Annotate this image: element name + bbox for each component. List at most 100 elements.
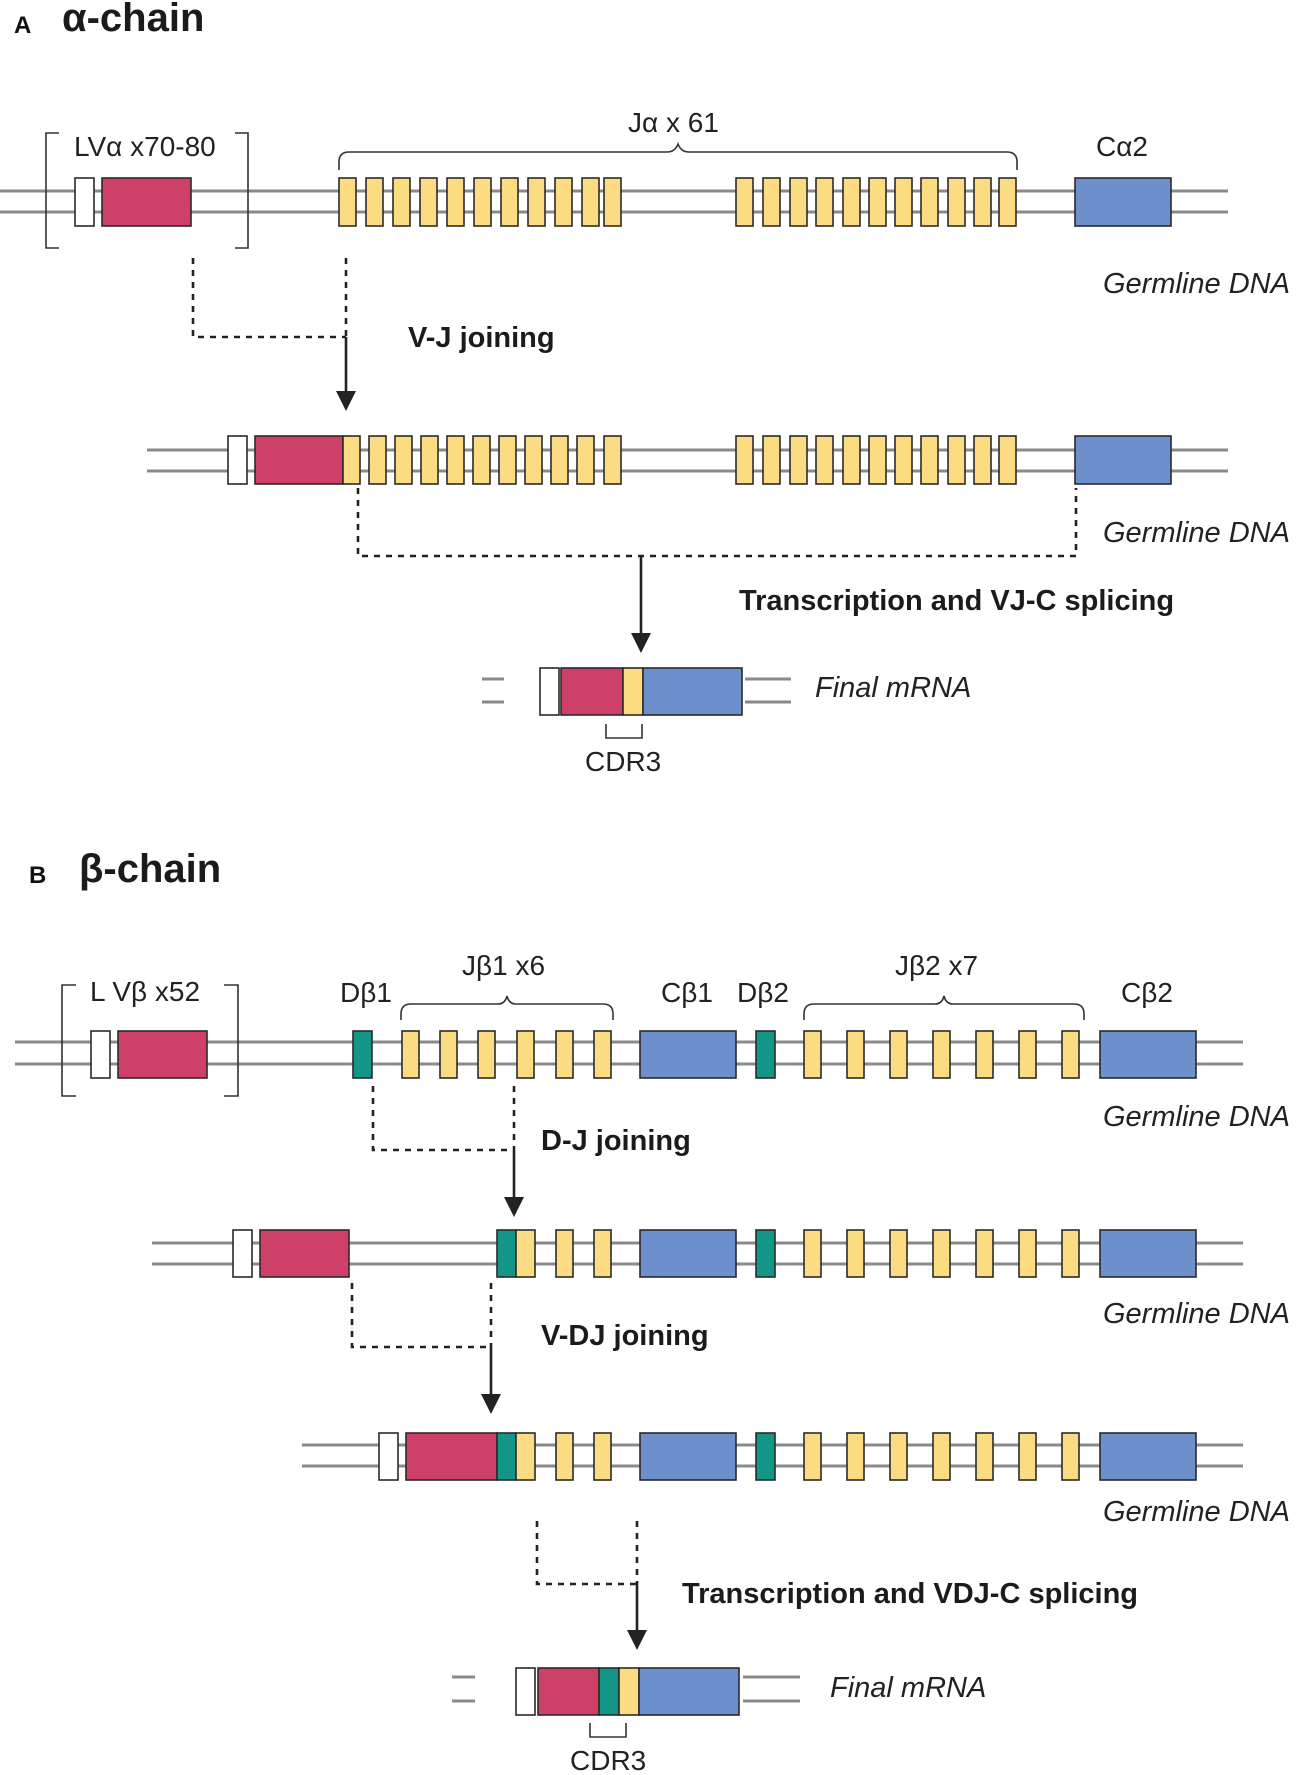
- j-alpha-exon: [815, 177, 834, 227]
- j-beta2-exons: [803, 1030, 1080, 1079]
- germline-label: Germline DNA: [1103, 1496, 1290, 1528]
- final-mrna-label: Final mRNA: [830, 1672, 986, 1704]
- v-alpha-exon: [560, 667, 624, 716]
- c-beta1-exon: [639, 1432, 737, 1481]
- panel-a: A α-chain LVα x70-80: [0, 0, 1290, 777]
- j-alpha-exon: [338, 177, 357, 227]
- j-beta2-exon: [889, 1229, 908, 1278]
- leader-exon: [90, 1030, 111, 1079]
- j-beta2-exon: [1018, 1030, 1037, 1079]
- d-beta1-exon: [352, 1030, 373, 1079]
- j-beta2-exon: [1018, 1229, 1037, 1278]
- c-beta2-exon: [1099, 1030, 1197, 1079]
- panel-a-letter: A: [14, 12, 31, 39]
- strand-break-dashes: [147, 448, 1228, 473]
- j-beta2-exon: [932, 1030, 951, 1079]
- final-mrna-label: Final mRNA: [815, 672, 971, 704]
- c-beta1-exon: [639, 1030, 737, 1079]
- strand-break-dashes: [0, 189, 1228, 214]
- vdj-joining-connector: V-DJ joining: [350, 1283, 709, 1414]
- j-beta2-exon: [975, 1229, 994, 1278]
- j-alpha-exons-group-2: [735, 177, 1017, 227]
- j-alpha-exon: [420, 435, 439, 485]
- j-beta2-brace: [803, 995, 1085, 1020]
- j-alpha-exon: [762, 435, 781, 485]
- j-alpha-exon: [394, 435, 413, 485]
- d-beta1-exon: [496, 1432, 517, 1481]
- cdr3-label: CDR3: [570, 1745, 646, 1775]
- dj-joining-label: D-J joining: [541, 1125, 691, 1157]
- alpha-rearranged-row: Germline DNA: [147, 435, 1290, 549]
- j-alpha-exon: [920, 435, 939, 485]
- j-beta1-exon: [555, 1432, 574, 1481]
- panel-b: B β-chain L Vβ x52 Dβ1 Jβ1 x6 Cβ1: [15, 847, 1290, 1775]
- j-beta2-exon: [932, 1229, 951, 1278]
- v-beta-exon: [117, 1030, 208, 1079]
- c-beta1-exon: [639, 1229, 737, 1278]
- j-beta1-brace: [400, 995, 614, 1020]
- dotted-connector: [356, 488, 1078, 558]
- d-beta-exon: [598, 1667, 620, 1716]
- j-beta2-exon: [803, 1229, 822, 1278]
- j-beta2-exon: [846, 1030, 865, 1079]
- alpha-germline-row: LVα x70-80: [0, 107, 1290, 300]
- c-beta2-exon: [1099, 1432, 1197, 1481]
- j-alpha-exon: [920, 177, 939, 227]
- j-alpha-exon: [473, 177, 492, 227]
- j-alpha-exon: [446, 177, 465, 227]
- leader-exon: [74, 177, 95, 227]
- j-beta1-exon: [555, 1229, 574, 1278]
- c-beta2-label: Cβ2: [1121, 977, 1173, 1008]
- j-beta2-exon: [846, 1432, 865, 1481]
- j-alpha-exon: [947, 435, 966, 485]
- arrow-head: [627, 1630, 647, 1650]
- j-cluster-label: Jα x 61: [628, 107, 719, 138]
- j-alpha-exon: [581, 177, 600, 227]
- j-beta1-exon: [593, 1229, 612, 1278]
- dotted-connector: [371, 1086, 516, 1152]
- j-alpha-exon: [472, 435, 491, 485]
- j-alpha-exon: [392, 177, 411, 227]
- j-beta2-exon: [932, 1432, 951, 1481]
- leader-exon: [227, 435, 248, 485]
- j-alpha-exon: [868, 177, 887, 227]
- j-alpha-exon: [973, 435, 992, 485]
- j-alpha-exon: [842, 435, 861, 485]
- leader-exon: [515, 1667, 536, 1716]
- arrow-head: [504, 1197, 524, 1217]
- j-cluster-brace: [338, 141, 1018, 170]
- arrow-head: [481, 1394, 501, 1414]
- j-alpha-exon: [524, 435, 543, 485]
- j-alpha-exon: [735, 435, 754, 485]
- j-alpha-exon: [554, 177, 573, 227]
- panel-b-letter: B: [29, 862, 46, 889]
- cdr3-label: CDR3: [585, 746, 661, 777]
- j-alpha-exon: [500, 177, 519, 227]
- germline-label: Germline DNA: [1103, 1101, 1290, 1133]
- j-alpha-exon: [603, 435, 622, 485]
- strand-break-dashes: [302, 1443, 1243, 1468]
- arrow-head: [631, 633, 651, 653]
- leader-exon: [378, 1432, 399, 1481]
- v-beta-exon: [537, 1667, 600, 1716]
- j-alpha-exons-group-1: [342, 435, 622, 485]
- j-alpha-exon: [998, 177, 1017, 227]
- dotted-connector: [535, 1521, 639, 1586]
- j-beta1-exon: [515, 1229, 536, 1278]
- beta-germline-row: L Vβ x52 Dβ1 Jβ1 x6 Cβ1 Dβ2: [15, 950, 1290, 1133]
- j-alpha-exons-group-2: [735, 435, 1017, 485]
- v-beta-exon: [259, 1229, 350, 1278]
- germline-label: Germline DNA: [1103, 517, 1290, 549]
- j-beta2-exons: [803, 1432, 1080, 1481]
- c-beta1-label: Cβ1: [661, 977, 713, 1008]
- j-beta1-exon: [593, 1030, 612, 1079]
- j-beta2-label: Jβ2 x7: [895, 950, 978, 981]
- c-alpha-exon: [642, 667, 743, 716]
- beta-final-mrna: CDR3 Final mRNA: [452, 1667, 986, 1775]
- j-alpha-exon: [603, 177, 622, 227]
- j-beta1-exon: [401, 1030, 420, 1079]
- d-beta1-exon: [496, 1229, 517, 1278]
- dotted-connector: [191, 258, 348, 339]
- strand-break-dashes: [482, 677, 791, 704]
- v-cluster-label: LVα x70-80: [74, 131, 216, 162]
